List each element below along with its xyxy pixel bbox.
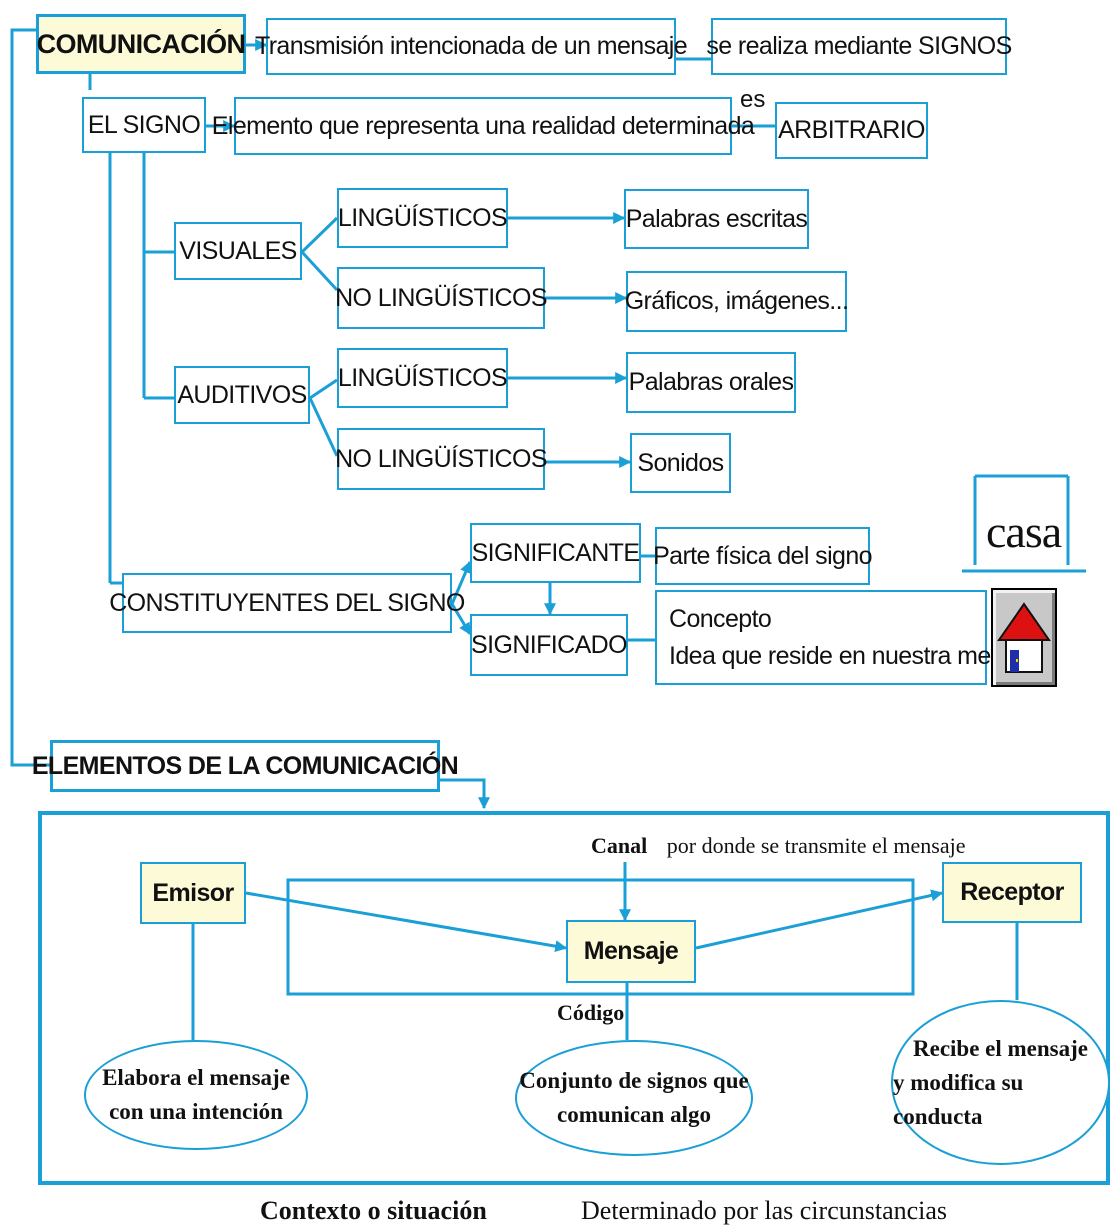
house-icon (991, 588, 1057, 687)
signo-definition: Elemento que representa una realidad det… (212, 97, 755, 155)
receptor-desc-line1: Recibe el mensaje (913, 1035, 1088, 1061)
sonidos-box: Sonidos (630, 433, 731, 493)
comunicacion-definition: Transmisión intencionada de un mensaje (255, 18, 688, 75)
codigo-label: Código (557, 1000, 625, 1025)
comunicacion-title: COMUNICACIÓN (36, 14, 246, 74)
codigo-desc-line2: comunican algo (557, 1102, 711, 1127)
emisor-ellipse: Elabora el mensaje con una intención (84, 1040, 308, 1150)
elementos-title: ELEMENTOS DE LA COMUNICACIÓN (32, 740, 459, 792)
main-branch-line (10, 28, 50, 767)
auditivos-linguisticos: LINGÜÍSTICOS (337, 348, 508, 408)
palabras-escritas-box: Palabras escritas (624, 189, 809, 249)
visuales-no-linguisticos: NO LINGÜÍSTICOS (335, 267, 548, 329)
el-signo-box: EL SIGNO (82, 97, 206, 153)
canal-label: Canal (591, 833, 648, 858)
receptor-desc-line2: y modifica su conducta (893, 1069, 1024, 1129)
receptor-ellipse: Recibe el mensaje y modifica su conducta (891, 1000, 1110, 1165)
canal-caption: Canal por donde se transmite el mensaje (591, 833, 966, 859)
significante-desc: Parte física del signo (653, 527, 873, 585)
significado-desc: Concepto Idea que reside en nuestra ment… (655, 590, 1024, 685)
casa-word: casa (986, 506, 1062, 557)
auditivos-box: AUDITIVOS (174, 366, 310, 424)
receptor-box: Receptor (942, 862, 1082, 923)
es-label: es (740, 86, 766, 113)
contexto-desc: Determinado por las circunstancias (581, 1196, 948, 1225)
auditivos-no-linguisticos: NO LINGÜÍSTICOS (335, 428, 548, 490)
significado-desc-line1: Concepto (669, 604, 772, 633)
codigo-desc-line1: Conjunto de signos que (519, 1068, 749, 1093)
constituyentes-box: CONSTITUYENTES DEL SIGNO (109, 573, 465, 633)
palabras-orales-box: Palabras orales (626, 352, 796, 413)
arbitrario-box: ARBITRARIO (775, 102, 928, 159)
codigo-ellipse: Conjunto de signos que comunican algo (515, 1040, 753, 1156)
contexto-label: Contexto o situación (260, 1196, 487, 1225)
graficos-imagenes-box: Gráficos, imágenes... (625, 271, 849, 332)
signos-means-box: se realiza mediante SIGNOS (706, 18, 1012, 75)
mensaje-box: Mensaje (566, 920, 696, 983)
emisor-desc-line2: con una intención (109, 1099, 283, 1124)
visuales-box: VISUALES (174, 222, 302, 280)
house-drawing (997, 602, 1051, 673)
significado-box: SIGNIFICADO (470, 614, 628, 676)
emisor-desc-line1: Elabora el mensaje (102, 1065, 290, 1090)
visuales-linguisticos: LINGÜÍSTICOS (337, 188, 508, 248)
significado-desc-line2: Idea que reside en nuestra mente (669, 641, 1024, 670)
significante-box: SIGNIFICANTE (470, 523, 641, 583)
canal-desc: por donde se transmite el mensaje (666, 833, 966, 858)
emisor-box: Emisor (140, 862, 246, 924)
